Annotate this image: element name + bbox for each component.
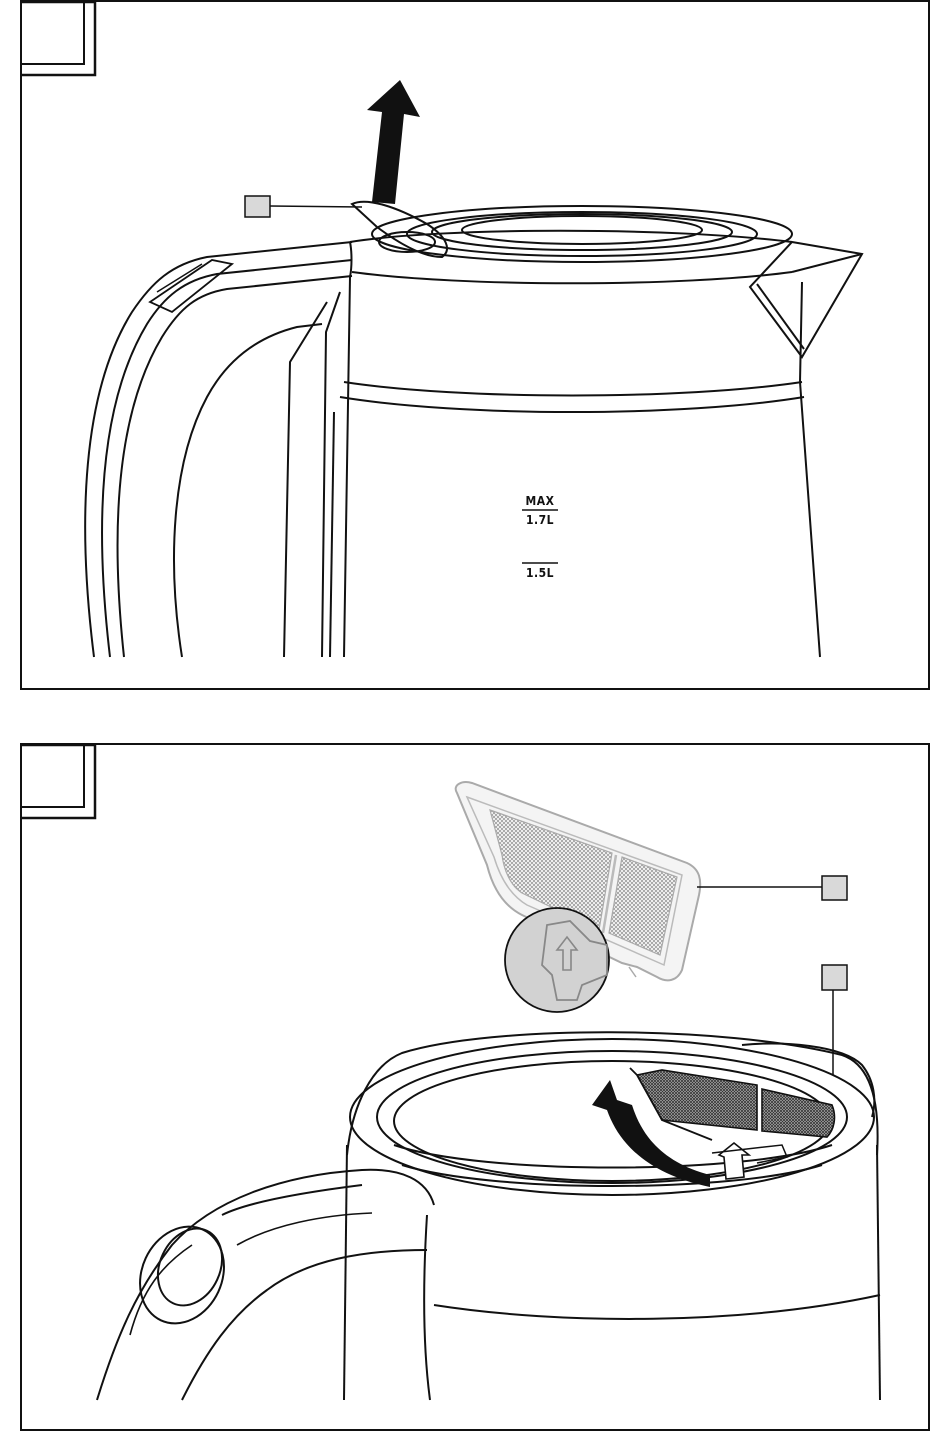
- kettle-body: [330, 231, 820, 657]
- kettle-handle: [97, 1170, 434, 1400]
- kettle-lid: [352, 202, 792, 262]
- magnifier-detail: [505, 908, 609, 1012]
- callout-box-filter: [822, 876, 847, 900]
- scale-min-volume: 1.5L: [526, 566, 554, 580]
- kettle-handle: [85, 242, 352, 657]
- kettle-filter-illustration: [22, 745, 927, 1428]
- water-level-scale: MAX 1.7L 1.5L: [522, 494, 558, 580]
- kettle-lid-illustration: MAX 1.7L 1.5L: [22, 2, 927, 687]
- step-number-box-inner: [22, 2, 84, 64]
- figure-panel-filter-insert: [20, 743, 930, 1431]
- kettle-spout: [750, 242, 862, 357]
- figure-panel-lid-opening: MAX 1.7L 1.5L: [20, 0, 930, 690]
- callout-box-lid-button: [245, 196, 270, 217]
- scale-max-label: MAX: [526, 494, 555, 508]
- scale-max-volume: 1.7L: [526, 513, 554, 527]
- step-number-box-inner: [22, 745, 84, 807]
- callout-box-kettle: [822, 965, 847, 990]
- lift-arrow: [367, 80, 420, 204]
- callout-leader-lid-button: [270, 206, 362, 207]
